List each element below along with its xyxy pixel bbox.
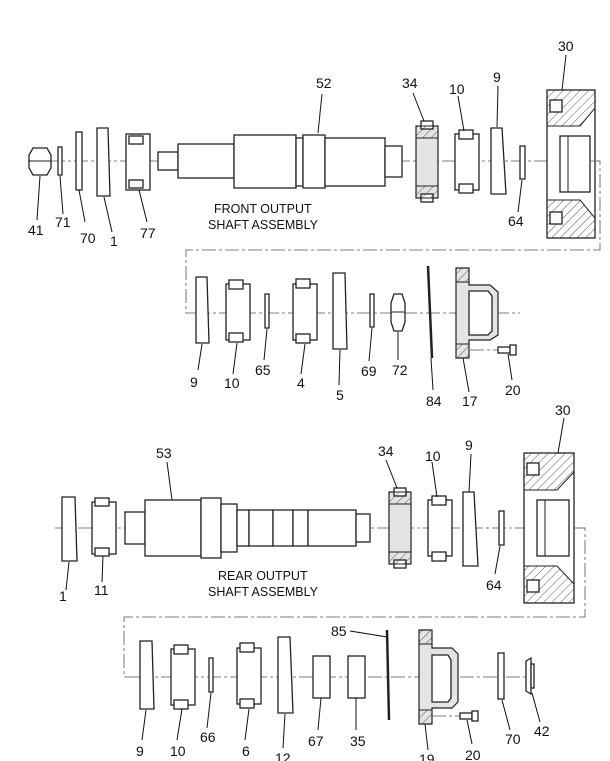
callout-10-exploded: 10 [224,375,240,391]
callout-71: 71 [55,214,71,230]
part-67-spacer [312,655,331,699]
callout-17: 17 [462,393,478,409]
callout-67: 67 [308,733,324,749]
callout-65: 65 [255,362,271,378]
callout-20: 20 [505,382,521,398]
callout-85: 85 [331,623,347,639]
part-19-cover [418,629,459,725]
part-4-bearing [292,278,318,344]
part-64-ring-rear [498,510,505,546]
callout-1: 1 [110,233,118,249]
part-71-washer [57,146,63,176]
part-30-housing-rear [523,452,575,604]
part-10-bearing-rear-exploded [170,644,196,710]
part-34-gear [415,120,439,203]
front-caption-line1: FRONT OUTPUT [214,202,312,216]
rear-shaft-assembly: REAR OUTPUT SHAFT ASSEMBLY 30 53 34 10 9… [55,402,585,604]
callout-52: 52 [316,75,332,91]
part-9-cup-rear [462,491,479,567]
callout-19: 19 [419,751,435,761]
callout-1-rear: 1 [59,588,67,604]
callout-34-rear: 34 [378,443,394,459]
callout-30: 30 [558,38,574,54]
callout-20-rear: 20 [465,747,481,761]
part-70-seal [75,131,83,191]
callout-66: 66 [200,729,216,745]
callout-72: 72 [392,362,408,378]
part-69-washer [369,293,375,328]
callout-6: 6 [242,743,250,759]
part-66-spacer [208,657,214,693]
callout-10-rear: 10 [425,448,441,464]
rear-connector-line [123,527,586,678]
part-11-bearing [91,497,117,557]
callout-53: 53 [156,445,172,461]
front-exploded-parts: 9 10 65 4 5 69 72 84 17 20 [190,265,521,409]
part-9-cup-exploded [195,276,210,344]
front-caption-line2: SHAFT ASSEMBLY [208,218,319,232]
part-42-washer [525,656,535,696]
part-70-seal-rear [497,652,505,700]
part-84-shim [426,265,434,359]
part-20-bolt-rear [432,710,479,722]
part-5-cup [332,272,348,350]
callout-9-exploded: 9 [190,374,198,390]
part-65-spacer [264,293,270,329]
callout-9-rear: 9 [465,437,473,453]
part-72-nut [390,293,406,332]
part-10-bearing-rear [427,495,453,562]
rear-caption-line1: REAR OUTPUT [218,569,308,583]
part-1-bearing-cup [96,127,111,197]
part-64-snap-ring [519,145,526,180]
part-52-front-output-shaft [157,134,403,189]
callout-30-rear: 30 [555,402,571,418]
part-34-gear-rear [388,487,412,569]
callout-34: 34 [402,75,418,91]
part-1-cup-rear [61,496,78,562]
part-20-bolt [470,344,517,356]
callout-5: 5 [336,387,344,403]
part-35-spacer [347,655,366,699]
callout-77: 77 [140,225,156,241]
rear-exploded-parts: 85 9 10 66 6 12 67 35 19 20 70 42 [136,623,550,761]
front-connector-line [185,160,601,314]
part-41-nut [28,147,52,176]
callout-41: 41 [28,222,44,238]
callout-69: 69 [361,363,377,379]
callout-42: 42 [534,723,550,739]
part-9-cup-rear-exploded [139,640,155,710]
part-77-bearing-cone [125,133,151,191]
callout-70: 70 [80,230,96,246]
callout-70-rear: 70 [505,731,521,747]
callout-10: 10 [449,81,465,97]
callout-12: 12 [275,750,291,761]
callout-9: 9 [493,69,501,85]
part-17-cover [455,267,499,359]
callout-35: 35 [350,733,366,749]
callout-64: 64 [508,213,524,229]
part-30-housing [546,89,596,239]
callout-4: 4 [297,375,305,391]
callout-11: 11 [94,582,109,598]
rear-caption-line2: SHAFT ASSEMBLY [208,585,319,599]
callout-10-rear-exploded: 10 [170,743,186,759]
part-10-bearing-exploded [225,279,251,343]
part-12-cup [277,636,294,714]
part-9-bearing-cup [490,127,507,195]
part-10-bearing [454,129,480,194]
callout-84: 84 [426,393,442,409]
part-85-shim [385,629,391,721]
callout-9-rear-exploded: 9 [136,743,144,759]
front-shaft-assembly: FRONT OUTPUT SHAFT ASSEMBLY 52 34 10 9 3… [28,38,600,249]
part-6-bearing [236,642,262,709]
callout-64-rear: 64 [486,577,502,593]
part-53-rear-output-shaft [124,497,371,559]
